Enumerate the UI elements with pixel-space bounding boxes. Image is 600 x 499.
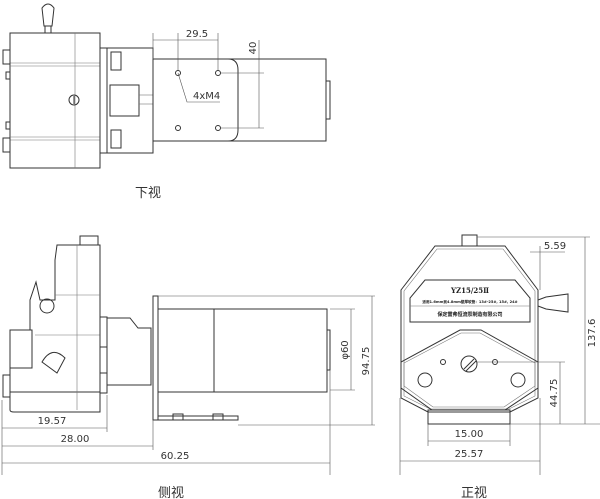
bottom-view-pump-head [9, 32, 101, 169]
dim-motor-diameter: φ60 [340, 340, 351, 359]
bottom-view-bracket [153, 58, 239, 142]
side-view-motor [157, 308, 328, 393]
dim-hole-spacing-x: 29.5 [186, 29, 208, 40]
dim-base-outer: 25.57 [455, 449, 484, 460]
dim-hole-spacing-y: 40 [248, 42, 259, 55]
side-view: 94.75 φ60 19.57 28.00 60.25 侧视 [1, 235, 375, 499]
front-view-caption: 正视 [461, 486, 487, 499]
front-view-spec: 适用1.6mm到4.8mm壁厚软管：13#-25#, 15#, 24# [422, 299, 517, 304]
side-view-bracket-plate [152, 295, 159, 421]
front-view-label-panel [409, 279, 531, 323]
dim-holes-label: 4xM4 [193, 91, 220, 102]
bottom-view-adapter [106, 47, 154, 154]
dim-side-1: 19.57 [38, 416, 67, 427]
bottom-view-caption: 下视 [135, 186, 161, 201]
side-view-pump-head [9, 244, 101, 393]
dim-side-2: 28.00 [61, 434, 90, 445]
dim-height: 94.75 [361, 347, 372, 376]
front-view-model: YZ15/25Ⅱ [450, 286, 489, 295]
dim-shaft-height: 44.75 [549, 379, 560, 408]
front-view: YZ15/25Ⅱ 适用1.6mm到4.8mm壁厚软管：13#-25#, 15#,… [399, 234, 600, 499]
dim-total-height: 137.6 [587, 319, 598, 348]
front-view-side-knob [537, 293, 569, 313]
front-view-screw [460, 355, 478, 373]
bottom-view: 29.5 40 4xM4 下视 [2, 3, 331, 201]
front-view-maker: 保定雷弗恒流泵制造有限公司 [436, 311, 502, 318]
side-view-caption: 侧视 [158, 486, 184, 499]
bottom-view-motor [152, 58, 327, 142]
front-view-base [427, 409, 511, 425]
dim-base-inner: 15.00 [455, 429, 484, 440]
dim-top-offset: 5.59 [544, 241, 566, 252]
bottom-view-knob [41, 3, 55, 34]
dim-side-3: 60.25 [161, 451, 190, 462]
